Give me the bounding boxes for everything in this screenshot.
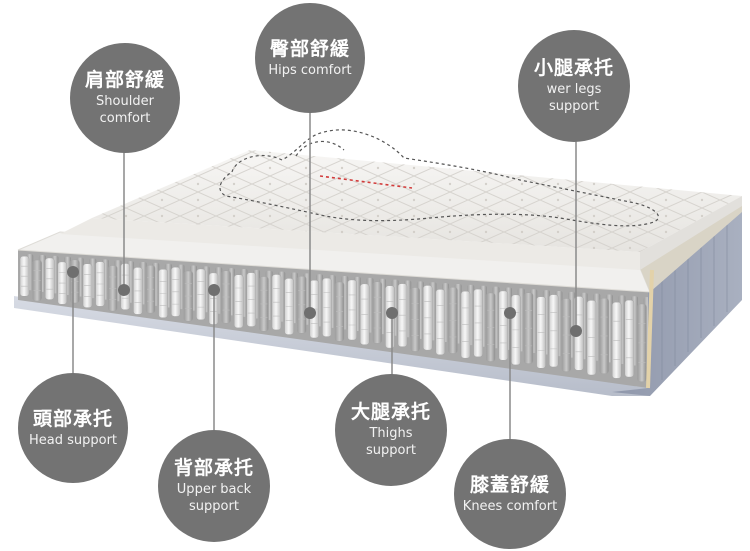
dot-knees xyxy=(504,307,516,319)
badge-thighs-zh: 大腿承托 xyxy=(350,401,431,424)
dot-lower-legs xyxy=(570,325,582,337)
dot-thighs xyxy=(386,307,398,319)
badge-knees-en: Knees comfort xyxy=(462,498,558,514)
badge-upper-back-zh: 背部承托 xyxy=(173,457,254,480)
badge-head: 頭部承托 Head support xyxy=(18,373,128,483)
badge-shoulder-en: Shoulder comfort xyxy=(96,93,154,127)
badge-lower-legs-en: wer legs support xyxy=(546,81,602,115)
badge-upper-back: 背部承托 Upper back support xyxy=(158,430,270,542)
mattress-side-panel xyxy=(612,210,742,396)
quilted-pattern xyxy=(92,150,742,252)
badge-shoulder-zh: 肩部舒緩 xyxy=(84,69,165,92)
sleeper-head-outline xyxy=(295,140,345,157)
badge-head-zh: 頭部承托 xyxy=(32,407,113,430)
badge-thighs: 大腿承托 Thighs support xyxy=(335,374,447,486)
sleeper-outline xyxy=(219,129,660,227)
badge-shoulder: 肩部舒緩 Shoulder comfort xyxy=(70,43,180,153)
dot-upper-back xyxy=(208,284,220,296)
dot-hips xyxy=(304,307,316,319)
badge-head-en: Head support xyxy=(28,432,118,448)
badge-hips: 臀部舒緩 Hips comfort xyxy=(255,3,365,113)
quilted-top-right xyxy=(640,196,742,270)
quilted-top-side xyxy=(60,218,640,270)
dot-shoulder xyxy=(118,284,130,296)
side-panel-ribs xyxy=(661,222,728,380)
badge-hips-zh: 臀部舒緩 xyxy=(269,37,350,60)
badge-lower-legs: 小腿承托 wer legs support xyxy=(518,30,630,142)
badge-upper-back-en: Upper back support xyxy=(176,481,252,515)
leader-dots xyxy=(67,266,582,337)
foam-edge xyxy=(640,202,742,292)
latex-strip xyxy=(646,269,654,389)
badge-thighs-en: Thighs support xyxy=(366,425,416,459)
badge-hips-en: Hips comfort xyxy=(268,62,352,78)
dot-head xyxy=(67,266,79,278)
pocket-springs xyxy=(19,254,648,382)
leader-lines xyxy=(72,106,577,446)
badge-knees: 膝蓋舒緩 Knees comfort xyxy=(454,439,566,549)
badge-knees-zh: 膝蓋舒緩 xyxy=(469,473,550,496)
badge-lower-legs-zh: 小腿承托 xyxy=(533,57,614,80)
